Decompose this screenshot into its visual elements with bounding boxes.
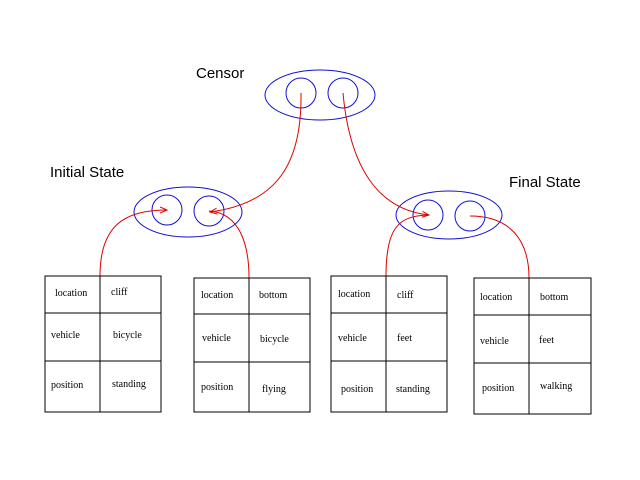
state-table-3: location cliff vehicle feet position sta… — [330, 275, 448, 413]
table-cell: standing — [396, 384, 430, 395]
table-cell: bicycle — [260, 334, 289, 345]
table-cell: feet — [397, 333, 412, 344]
table-cell: position — [51, 380, 83, 391]
table-cell: location — [201, 290, 233, 301]
state-table-2: location bottom vehicle bicycle position… — [193, 277, 311, 413]
table-cell: feet — [539, 335, 554, 346]
arrow-table4-from-final — [469, 215, 530, 279]
arrow-censor-to-initial — [210, 92, 302, 212]
table-cell: standing — [112, 379, 146, 390]
final-state-label: Final State — [509, 174, 581, 191]
table-cell: vehicle — [480, 336, 509, 347]
initial-state-label: Initial State — [50, 164, 124, 181]
table-cell: bottom — [259, 290, 288, 301]
state-table-4: location bottom vehicle feet position wa… — [473, 277, 592, 415]
initial-state-node — [133, 186, 243, 238]
table-cell: cliff — [397, 290, 414, 301]
table-cell: location — [480, 292, 512, 303]
arrow-table3-to-final — [385, 214, 429, 277]
table-cell: location — [338, 289, 370, 300]
final-state-node — [395, 190, 503, 240]
state-table-1: location cliff vehicle bicycle position … — [44, 275, 162, 413]
table-cell: bicycle — [113, 330, 142, 341]
arrow-table2-from-initial — [208, 210, 250, 279]
table-cell: position — [201, 382, 233, 393]
table-cell: vehicle — [338, 333, 367, 344]
table-cell: bottom — [540, 292, 569, 303]
table-cell: flying — [262, 384, 286, 395]
arrow-censor-to-final — [342, 92, 429, 215]
table-cell: location — [55, 288, 87, 299]
table-cell: vehicle — [202, 333, 231, 344]
censor-label: Censor — [196, 65, 244, 82]
table-cell: vehicle — [51, 330, 80, 341]
table-cell: position — [341, 384, 373, 395]
arrow-table1-to-initial — [99, 210, 167, 277]
censor-node — [264, 69, 376, 121]
table-cell: cliff — [111, 287, 128, 298]
table-cell: walking — [540, 381, 572, 392]
table-cell: position — [482, 383, 514, 394]
